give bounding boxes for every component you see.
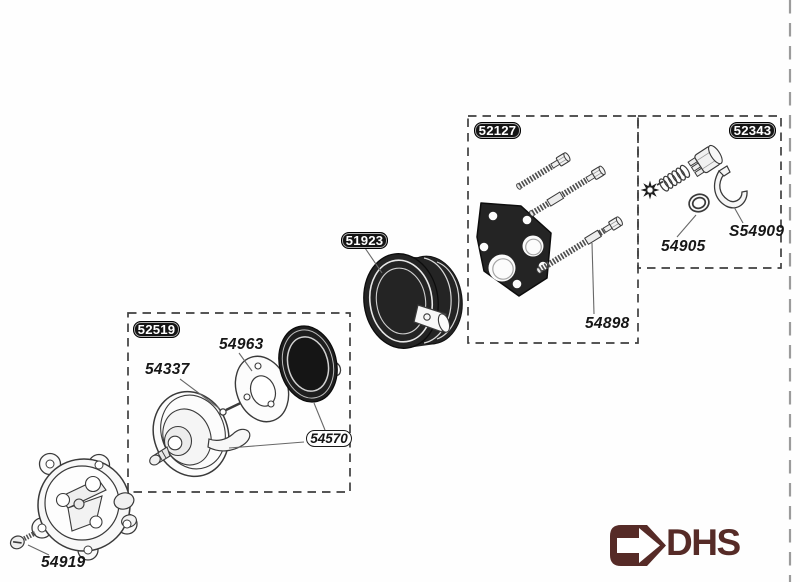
- diaphragm-disc-54570: [278, 325, 342, 403]
- label-54905: 54905: [661, 238, 706, 255]
- leader-lines: [27, 206, 744, 556]
- leader-s54909: [733, 206, 744, 224]
- bolt-54898-short: [516, 152, 571, 190]
- dhs-logo-text: DHS: [666, 522, 741, 563]
- valve-cap: [687, 144, 723, 178]
- label-s54909: S54909: [729, 223, 785, 240]
- pump-housing: [31, 452, 138, 561]
- screw-54919: [9, 530, 37, 550]
- leader-54919: [27, 544, 50, 556]
- mounting-plate-52127: [476, 202, 552, 297]
- tag-54570: 54570: [306, 430, 352, 447]
- leader-54570-left: [228, 441, 305, 449]
- dashed-box-52343: [637, 115, 782, 269]
- label-54963: 54963: [219, 336, 264, 353]
- leader-54905: [676, 214, 697, 238]
- oring-54905: [688, 193, 710, 213]
- leader-54337: [179, 378, 221, 410]
- leader-54570-up: [313, 402, 326, 431]
- clip-s54909: [713, 165, 748, 209]
- dhs-logo-arrow-icon: [610, 525, 666, 566]
- leader-54898: [591, 242, 595, 315]
- pulley-51923: [363, 253, 463, 349]
- bolt-54898-long: [536, 216, 623, 274]
- leader-54963: [238, 352, 253, 372]
- label-54337: 54337: [145, 361, 190, 378]
- gasket-54963: [234, 355, 290, 423]
- diaphragm-lever: [207, 428, 251, 452]
- valve-spring: [658, 164, 691, 192]
- dashed-group-boxes: [127, 115, 782, 493]
- bolt-54898-middle: [529, 165, 606, 217]
- label-54898: 54898: [585, 315, 630, 332]
- badge-51923: 51923: [341, 232, 388, 249]
- dashed-box-52127: [467, 115, 639, 344]
- badge-52519: 52519: [133, 321, 180, 338]
- diaphragm-assembly-54337: [149, 390, 251, 478]
- dashed-box-52519: [127, 312, 351, 493]
- badge-52127: 52127: [474, 122, 521, 139]
- label-54919: 54919: [41, 554, 86, 571]
- badge-52343: 52343: [729, 122, 776, 139]
- leader-51923: [364, 247, 383, 274]
